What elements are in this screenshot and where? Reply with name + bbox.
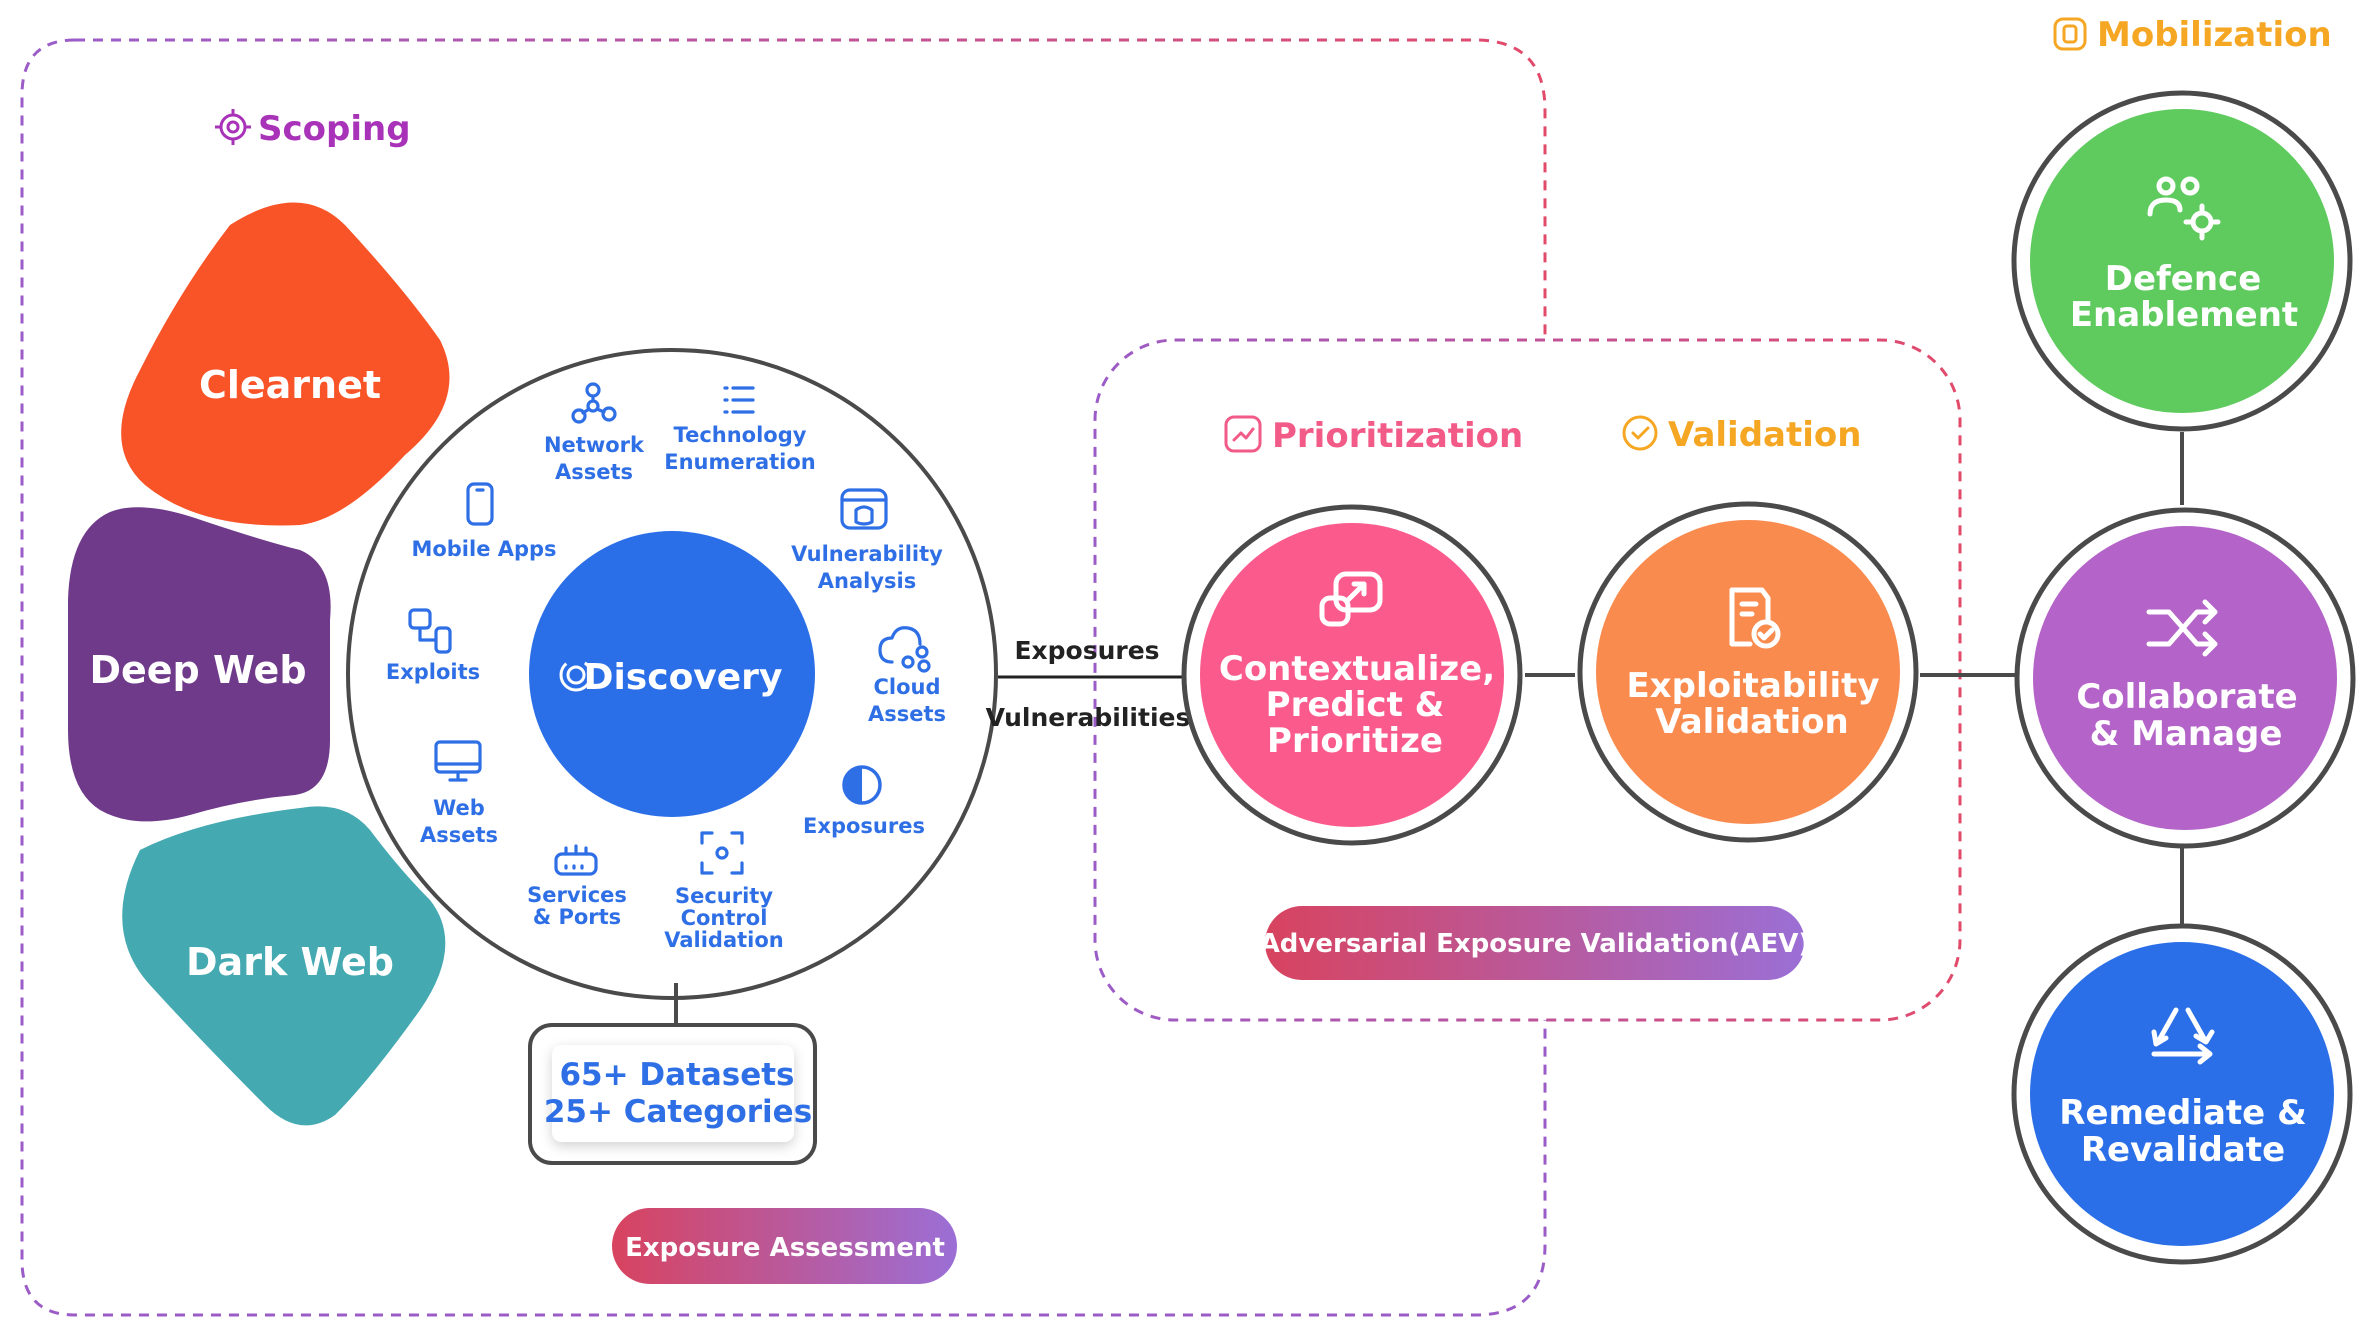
svg-text:& Ports: & Ports — [533, 905, 621, 929]
collaborate-manage-node: Collaborate & Manage — [2014, 507, 2356, 849]
deep-web-blob: Deep Web — [68, 507, 331, 822]
svg-text:Defence: Defence — [2105, 259, 2262, 299]
svg-text:Assets: Assets — [868, 702, 946, 726]
svg-text:Cloud: Cloud — [873, 675, 940, 699]
svg-text:Validation: Validation — [1655, 702, 1848, 742]
list-icon — [723, 386, 755, 414]
contextualize-node: Contextualize, Predict & Prioritize — [1181, 504, 1523, 846]
team-gear-icon — [2147, 176, 2221, 241]
doc-check-icon — [1729, 587, 1781, 649]
exposure-assessment-region — [75, 38, 1547, 340]
bug-browser-icon — [840, 488, 888, 530]
discovery-icon — [559, 658, 593, 692]
svg-text:Remediate &: Remediate & — [2059, 1093, 2306, 1133]
defence-enablement-node: Defence Enablement — [2011, 90, 2353, 432]
devices-icon — [408, 608, 452, 654]
dark-web-blob: Dark Web — [122, 806, 446, 1126]
svg-text:Technology: Technology — [674, 423, 807, 447]
phone-icon — [466, 482, 494, 526]
discovery-hub: Discovery — [529, 531, 815, 817]
svg-text:Collaborate: Collaborate — [2076, 677, 2297, 717]
check-circle-icon — [1622, 415, 1658, 451]
trend-icon — [1224, 415, 1262, 453]
scoping-label: Scoping — [215, 109, 411, 149]
svg-text:Vulnerability: Vulnerability — [791, 542, 943, 566]
validation-label: Validation — [1622, 415, 1861, 455]
svg-text:Assets: Assets — [555, 460, 633, 484]
svg-text:Predict &: Predict & — [1266, 685, 1445, 725]
discovery-label: Discovery — [584, 657, 783, 698]
mobilization-label: Mobilization — [2053, 15, 2332, 55]
svg-text:Exploits: Exploits — [386, 660, 480, 684]
svg-text:Exploitability: Exploitability — [1626, 666, 1879, 706]
discovery-item-network-assets: Network Assets — [544, 433, 645, 484]
svg-text:Control: Control — [681, 906, 768, 930]
shuffle-icon — [2146, 599, 2218, 657]
focus-target-icon — [700, 831, 744, 875]
clearnet-blob: Clearnet — [121, 202, 450, 526]
svg-text:Revalidate: Revalidate — [2081, 1130, 2285, 1170]
svg-text:Enumeration: Enumeration — [664, 450, 816, 474]
datasets-box: 65+ Datasets 25+ Categories — [528, 1023, 817, 1165]
exposure-assessment-label: Exposure Assessment — [625, 1233, 945, 1263]
target-icon — [215, 109, 251, 145]
prioritization-text: Prioritization — [1272, 416, 1523, 456]
categories-count: 25+ Categories — [544, 1094, 812, 1130]
svg-text:& Manage: & Manage — [2090, 714, 2283, 754]
clearnet-label: Clearnet — [199, 363, 381, 407]
datasets-count: 65+ Datasets — [559, 1057, 794, 1093]
svg-text:Analysis: Analysis — [818, 569, 916, 593]
frame-icon — [2053, 17, 2087, 51]
deep-web-label: Deep Web — [89, 648, 306, 692]
svg-text:Contextualize,: Contextualize, — [1219, 649, 1495, 689]
aev-pill: Adversarial Exposure Validation(AEV) — [1260, 906, 1811, 980]
recycle-icon — [2151, 1007, 2215, 1065]
prioritization-label: Prioritization — [1224, 415, 1523, 456]
validation-text: Validation — [1668, 415, 1861, 455]
monitor-icon — [434, 740, 482, 782]
svg-text:Exposures: Exposures — [803, 814, 925, 838]
svg-text:Web: Web — [433, 796, 485, 820]
link-arrows-icon — [1319, 571, 1383, 627]
dark-web-label: Dark Web — [186, 940, 394, 984]
discovery-item-technology-enumeration: Technology Enumeration — [664, 423, 816, 474]
discovery-item-cloud-assets: Cloud Assets — [868, 675, 946, 726]
discovery-item-exploits: Exploits — [386, 660, 480, 684]
discovery-item-web-assets: Web Assets — [420, 796, 498, 847]
svg-text:Mobile Apps: Mobile Apps — [411, 537, 556, 561]
svg-text:Assets: Assets — [420, 823, 498, 847]
router-icon — [554, 844, 598, 876]
connector-bottom-label: Vulnerabilities — [986, 703, 1191, 732]
cloud-share-icon — [878, 626, 931, 673]
discovery-item-exposures: Exposures — [803, 814, 925, 838]
connector-top-label: Exposures — [1014, 636, 1159, 665]
network-icon — [571, 382, 617, 424]
svg-text:Enablement: Enablement — [2070, 295, 2298, 335]
mobilization-text: Mobilization — [2097, 15, 2332, 55]
remediate-revalidate-node: Remediate & Revalidate — [2011, 923, 2353, 1265]
svg-text:Security: Security — [675, 884, 773, 908]
discovery-item-security-control-validation: Security Control Validation — [664, 884, 784, 952]
aev-label: Adversarial Exposure Validation(AEV) — [1260, 929, 1811, 959]
discovery-item-mobile-apps: Mobile Apps — [411, 537, 556, 561]
exploitability-node: Exploitability Validation — [1577, 501, 1919, 843]
exposures-connector: Exposures Vulnerabilities — [986, 636, 1191, 732]
exposure-assessment-pill: Exposure Assessment — [612, 1208, 957, 1284]
half-circle-icon — [842, 765, 882, 805]
svg-text:Services: Services — [527, 883, 627, 907]
discovery-item-vulnerability-analysis: Vulnerability Analysis — [791, 542, 943, 593]
svg-text:Network: Network — [544, 433, 645, 457]
discovery-item-services-ports: Services & Ports — [527, 883, 627, 929]
svg-text:Validation: Validation — [664, 928, 784, 952]
svg-text:Prioritize: Prioritize — [1267, 721, 1443, 761]
scoping-text: Scoping — [258, 109, 411, 149]
